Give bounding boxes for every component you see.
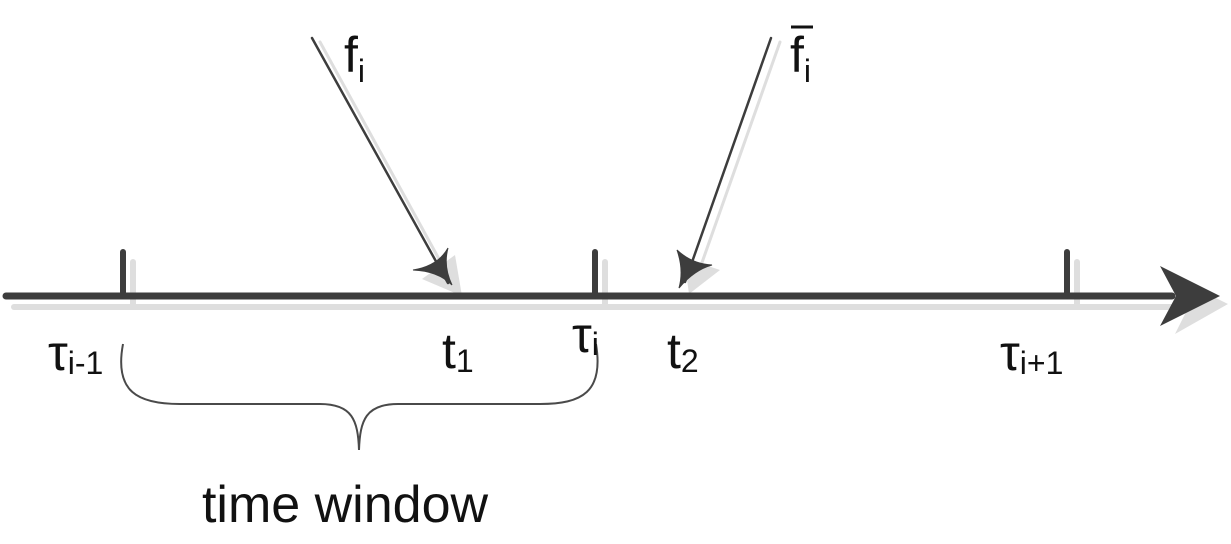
arrow-f-i-shadow (318, 40, 458, 292)
label-t2: t2 (667, 323, 699, 379)
arrow-f-i-shaft (310, 36, 450, 285)
label-tau-prev-subscript: i-1 (68, 345, 104, 381)
label-f-i-symbol: f (344, 27, 358, 83)
label-tau-prev: τi-1 (48, 325, 103, 381)
arrowhead-f-bar-i (676, 249, 713, 289)
incoming-arrows (310, 36, 773, 289)
timeline (2, 249, 1220, 326)
label-t1-subscript: 1 (456, 343, 474, 379)
label-tau-next-symbol: τ (1000, 325, 1020, 381)
time-window-caption: time window (202, 476, 489, 534)
label-tau-prev-symbol: τ (48, 325, 68, 381)
timeline-arrowhead (1160, 266, 1220, 326)
label-t2-symbol: t (667, 323, 681, 379)
arrow-f-bar-i-shadow (691, 40, 782, 290)
shadow-layer (11, 40, 1228, 334)
label-tau-next-subscript: i+1 (1020, 345, 1064, 381)
label-t1-symbol: t (442, 323, 456, 379)
arrowhead-f-i (412, 247, 453, 286)
arrow-f-bar-i-shaft (683, 36, 773, 284)
label-tau-next: τi+1 (1000, 325, 1063, 381)
label-f-i-subscript: i (358, 53, 365, 89)
label-f-bar-i-symbol: f (790, 27, 804, 83)
label-f-bar-i: fi (790, 27, 811, 89)
label-f-bar-i-subscript: i (804, 53, 811, 89)
label-tau-i-subscript: i (592, 326, 599, 362)
label-t1: t1 (442, 323, 474, 379)
time-window-brace (120, 343, 599, 451)
label-tau-i-symbol: τ (572, 307, 592, 363)
label-t2-subscript: 2 (681, 343, 699, 379)
label-tau-i: τi (572, 307, 599, 363)
label-f-i: fi (344, 27, 365, 89)
